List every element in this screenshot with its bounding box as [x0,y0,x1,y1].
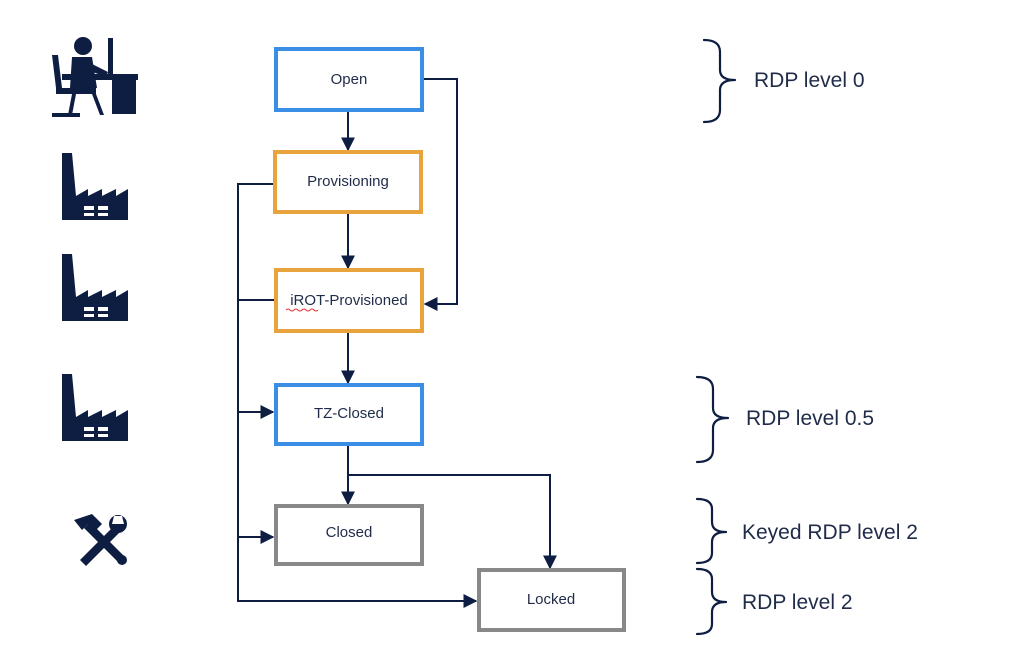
brace-level05: RDP level 0.5 [695,375,874,464]
edge-left-bus [237,183,478,608]
state-open-label: Open [331,71,368,88]
state-open: Open [274,47,424,112]
factory-icon [62,153,128,220]
factory-icon [62,254,128,321]
label-rdp-level-2: RDP level 2 [742,591,853,614]
state-provisioning-label: Provisioning [307,173,389,190]
spellcheck-underline [285,308,319,312]
state-tz-closed-label: TZ-Closed [314,405,384,422]
edge-tzclosed-locked [348,474,557,570]
label-rdp-level-0: RDP level 0 [754,69,865,92]
hammer-wrench-icon [74,514,127,566]
factory-icon [62,374,128,441]
edge-open-irot [422,78,458,311]
state-tz-closed: TZ-Closed [274,383,424,446]
state-provisioning: Provisioning [273,150,423,214]
state-locked-label: Locked [527,591,575,608]
brace-keyed2: Keyed RDP level 2 [695,497,918,565]
state-irot-provisioned-label: iROT-Provisioned [290,292,408,309]
brace-level2: RDP level 2 [695,567,853,636]
state-locked: Locked [477,568,626,632]
person-at-computer-icon [52,37,138,117]
state-irot-provisioned: iROT-Provisioned [274,268,424,333]
label-rdp-level-05: RDP level 0.5 [746,407,874,430]
label-keyed-rdp-level-2: Keyed RDP level 2 [742,521,918,544]
state-closed-label: Closed [326,524,373,541]
state-closed: Closed [274,504,424,566]
brace-level0: RDP level 0 [702,38,865,124]
